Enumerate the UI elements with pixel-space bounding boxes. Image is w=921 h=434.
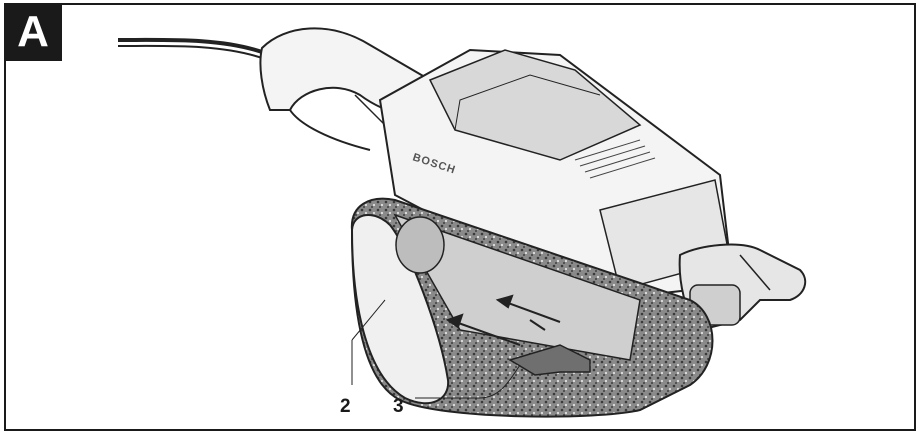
callout-2: 2 xyxy=(340,396,351,417)
direction-arrows xyxy=(445,294,561,346)
drive-roller xyxy=(395,216,445,274)
belt-roller-side xyxy=(350,214,450,405)
power-cord xyxy=(117,37,263,54)
belt-lever xyxy=(508,344,591,376)
figure-frame xyxy=(4,3,916,431)
callout-leader-3 xyxy=(415,364,521,399)
callout-3: 3 xyxy=(393,396,404,417)
figure-label: A xyxy=(4,3,62,61)
